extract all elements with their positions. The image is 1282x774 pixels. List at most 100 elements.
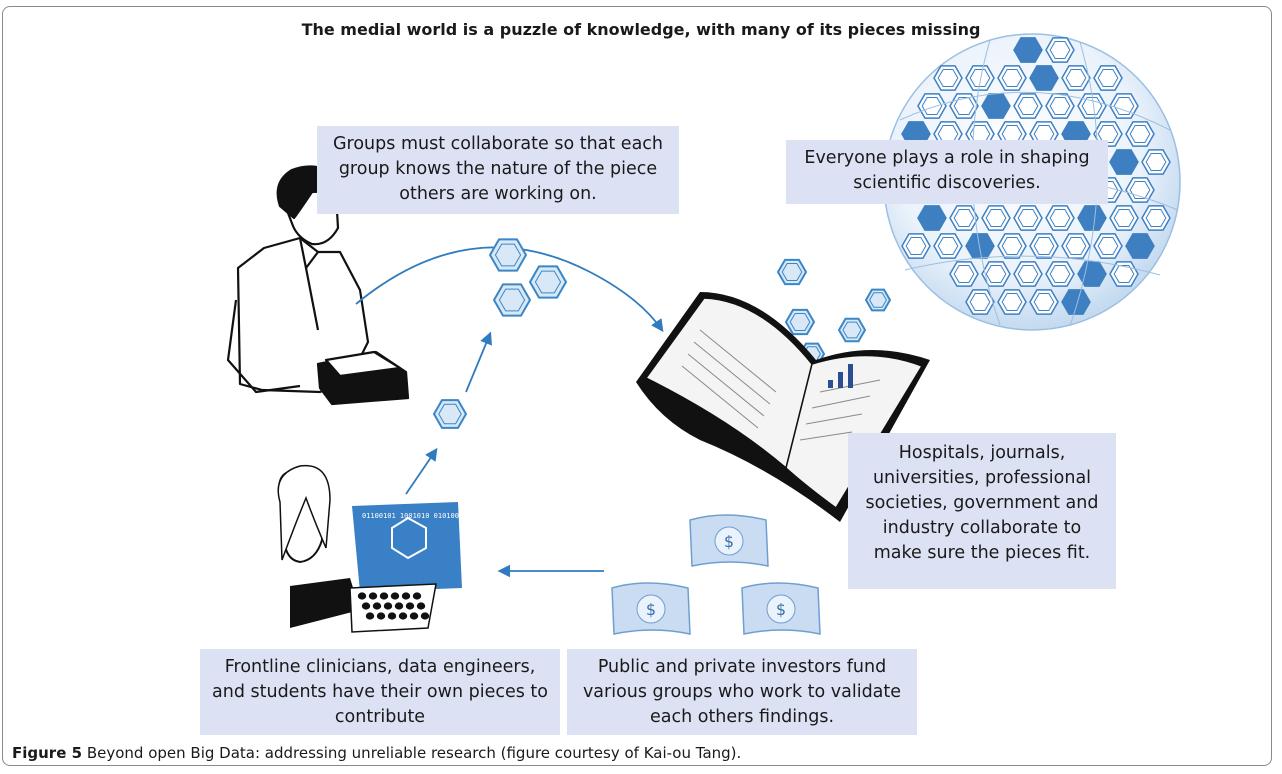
screen-code-1: 01100101 1001010 010100 10 01101 10101 0… [362, 512, 796, 520]
caption-text: Beyond open Big Data: addressing unrelia… [86, 744, 742, 762]
hexagon-inner [953, 265, 975, 283]
hexagon-inner [937, 69, 959, 87]
hexagon-icon [1013, 205, 1043, 231]
keyboard-key [368, 592, 378, 600]
hexagon-inner [781, 263, 803, 281]
hexagon-inner [869, 292, 887, 308]
hexagon-inner [1081, 97, 1103, 115]
hexagon-icon [1093, 65, 1123, 91]
hexagon-inner [1097, 125, 1119, 143]
hexagon-inner [494, 243, 522, 267]
hexagon-icon [917, 93, 947, 119]
hexagon-icon [997, 289, 1027, 315]
hexagon-inner [1129, 125, 1151, 143]
hexagon-icon [1029, 289, 1059, 315]
note-investors: Public and private investors fund variou… [567, 649, 917, 735]
hexagon-icon [784, 308, 816, 336]
hexagon-inner [1017, 265, 1039, 283]
dollar-bill-icon: $ [611, 582, 691, 635]
hexagon-inner [921, 209, 943, 227]
hexagon-inner [1065, 237, 1087, 255]
keyboard-key [361, 602, 371, 610]
hexagon-inner [969, 293, 991, 311]
keyboard-key [394, 602, 404, 610]
figure-frame [2, 6, 1272, 766]
keyboard-key [401, 592, 411, 600]
hexagon-inner [1081, 209, 1103, 227]
hexagon-icon [981, 261, 1011, 287]
hexagon-icon [997, 65, 1027, 91]
hexagon-inner [1129, 237, 1151, 255]
keyboard-key [383, 602, 393, 610]
hexagon-icon [997, 233, 1027, 259]
hexagon-icon [1045, 37, 1075, 63]
hexagon-icon [528, 265, 568, 299]
hexagon-inner [842, 321, 862, 339]
dollar-sign: $ [776, 600, 786, 619]
hexagon-inner [1001, 237, 1023, 255]
hexagon-inner [985, 265, 1007, 283]
hexagon-inner [1017, 41, 1039, 59]
hexagon-inner [1065, 69, 1087, 87]
hexagon-inner [985, 97, 1007, 115]
keyboard-key [379, 592, 389, 600]
hexagon-inner [921, 97, 943, 115]
hexagon-inner [985, 209, 1007, 227]
hexagon-icon [917, 205, 947, 231]
keyboard-key [409, 612, 419, 620]
hexagon-icon [1061, 233, 1091, 259]
hexagon-icon [488, 238, 528, 272]
hexagon-icon [1141, 149, 1171, 175]
student-figure: 01100101 1001010 010100 10 01101 10101 0… [277, 464, 796, 633]
hexagon-icon [1061, 289, 1091, 315]
hexagon-icon [933, 65, 963, 91]
dollar-bill-icon: $ [689, 514, 769, 567]
hexagon-inner [937, 237, 959, 255]
hexagon-inner [1033, 237, 1055, 255]
hexagon-inner [905, 237, 927, 255]
note-everyone: Everyone plays a role in shaping scienti… [786, 140, 1108, 204]
hexagon-inner [438, 403, 462, 425]
hexagon-icon [1093, 233, 1123, 259]
hexagon-icon [776, 258, 808, 286]
hexagon-icon [1141, 205, 1171, 231]
hexagon-inner [1001, 293, 1023, 311]
hexagon-inner [1049, 209, 1071, 227]
hexagon-inner [1017, 97, 1039, 115]
hexagon-icon [864, 288, 892, 312]
hexagon-icon [1125, 177, 1155, 203]
keyboard-key [372, 602, 382, 610]
keyboard-key [398, 612, 408, 620]
dollar-sign: $ [724, 532, 734, 551]
hexagon-icon [1029, 65, 1059, 91]
caption-label: Figure 5 [12, 744, 83, 762]
hexagon-inner [1033, 69, 1055, 87]
arrow-icon [405, 447, 438, 495]
hexagon-icon [1061, 65, 1091, 91]
hexagon-inner [1065, 293, 1087, 311]
hexagon-icon [1125, 121, 1155, 147]
hexagon-inner [1113, 153, 1135, 171]
keyboard-key [357, 592, 367, 600]
keyboard-key [416, 602, 426, 610]
keyboard-key [387, 612, 397, 620]
hexagon-inner [1113, 97, 1135, 115]
hexagon-icon [933, 233, 963, 259]
figure-caption: Figure 5 Beyond open Big Data: addressin… [12, 744, 741, 762]
hexagon-inner [1001, 69, 1023, 87]
hexagon-icon [1077, 205, 1107, 231]
hexagon-icon [1045, 93, 1075, 119]
hexagon-inner [1145, 209, 1167, 227]
hexagon-icon [949, 261, 979, 287]
keyboard-key [376, 612, 386, 620]
money-icon: $ $ $ [611, 514, 821, 635]
hexagon-icon [1045, 205, 1075, 231]
figure-title: The medial world is a puzzle of knowledg… [301, 20, 981, 39]
hexagon-icon [981, 205, 1011, 231]
keyboard-key [365, 612, 375, 620]
hexagon-inner [1145, 153, 1167, 171]
hexagon-icon [1029, 233, 1059, 259]
hexagon-inner [1113, 265, 1135, 283]
note-frontline: Frontline clinicians, data engineers, an… [200, 649, 560, 735]
hexagon-icon [901, 233, 931, 259]
